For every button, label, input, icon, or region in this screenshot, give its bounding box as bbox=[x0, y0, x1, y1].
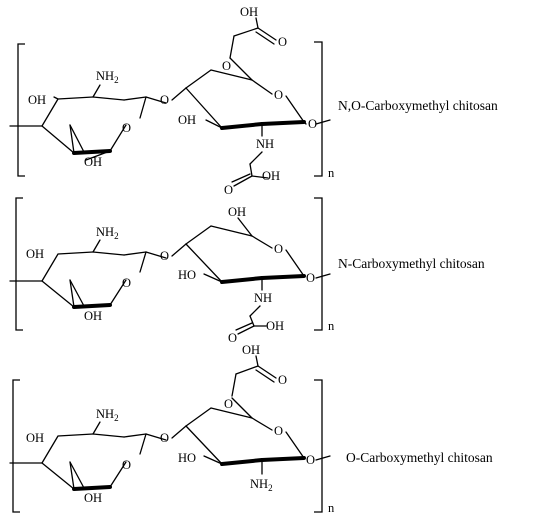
ring2-cooh-oh: OH bbox=[242, 343, 260, 357]
repeat-n: n bbox=[328, 166, 335, 180]
molecule-n-o-carboxymethyl-chitosan: n OH NH2 OH O O O O bbox=[9, 5, 498, 197]
ring1-oh-6: OH bbox=[84, 309, 102, 323]
ring2-cooh-oh-top: OH bbox=[240, 5, 258, 19]
left-bracket bbox=[15, 197, 23, 331]
molecule-name: N-Carboxymethyl chitosan bbox=[338, 256, 485, 271]
molecule-o-carboxymethyl-chitosan: n OH NH2 OH O O O O bbox=[9, 343, 493, 515]
ring1-oh-3: OH bbox=[26, 247, 44, 261]
glycosidic-o: O bbox=[160, 249, 169, 263]
ring2-cooh-o: O bbox=[278, 373, 287, 387]
molecule-name: O-Carboxymethyl chitosan bbox=[346, 450, 493, 465]
ring2-o1: O bbox=[306, 453, 315, 467]
ring1-nh2: NH2 bbox=[96, 225, 119, 241]
repeat-n: n bbox=[328, 319, 335, 333]
ring1-ring-o: O bbox=[122, 458, 131, 472]
glycosidic-o: O bbox=[160, 93, 169, 107]
ring2-o6: O bbox=[224, 397, 233, 411]
right-bracket bbox=[314, 379, 323, 513]
left-bracket bbox=[12, 379, 20, 513]
ring1-oh-6: OH bbox=[84, 155, 102, 169]
left-bracket bbox=[17, 43, 25, 177]
ring1-oh-3: OH bbox=[28, 93, 46, 107]
ring1-oh-6: OH bbox=[84, 491, 102, 505]
ring2-nh: NH bbox=[254, 291, 272, 305]
ring1-ring-o: O bbox=[122, 121, 131, 135]
ring2-cooh-o: O bbox=[228, 331, 237, 345]
ring2-o6: O bbox=[222, 59, 231, 73]
ring2-cooh-oh: OH bbox=[266, 319, 284, 333]
ring2-ring-o: O bbox=[274, 424, 283, 438]
ring2-o1: O bbox=[308, 117, 317, 131]
ring2-oh-3: HO bbox=[178, 451, 196, 465]
repeat-n: n bbox=[328, 501, 335, 515]
ring2-nh: NH bbox=[256, 137, 274, 151]
ring2-ring-o: O bbox=[274, 242, 283, 256]
ring2-oh-6: OH bbox=[228, 205, 246, 219]
ring2-cooh-oh-bottom: OH bbox=[262, 169, 280, 183]
ring1-nh2: NH2 bbox=[96, 407, 119, 423]
ring1-oh-3: OH bbox=[26, 431, 44, 445]
molecule-name: N,O-Carboxymethyl chitosan bbox=[338, 98, 498, 113]
ring2-oh-3: HO bbox=[178, 268, 196, 282]
ring2-oh-3: OH bbox=[178, 113, 196, 127]
ring2-nh2: NH2 bbox=[250, 477, 273, 493]
ring2-cooh-o-bottom: O bbox=[224, 183, 233, 197]
ring2-cooh-o-top: O bbox=[278, 35, 287, 49]
molecule-n-carboxymethyl-chitosan: n OH NH2 OH O O O OH HO bbox=[9, 197, 485, 345]
right-bracket bbox=[314, 197, 323, 331]
ring2-ring-o: O bbox=[274, 88, 283, 102]
ring1-nh2: NH2 bbox=[96, 69, 119, 85]
ring1-ring-o: O bbox=[122, 276, 131, 290]
ring2-o1: O bbox=[306, 271, 315, 285]
right-bracket bbox=[314, 41, 323, 177]
glycosidic-o: O bbox=[160, 431, 169, 445]
